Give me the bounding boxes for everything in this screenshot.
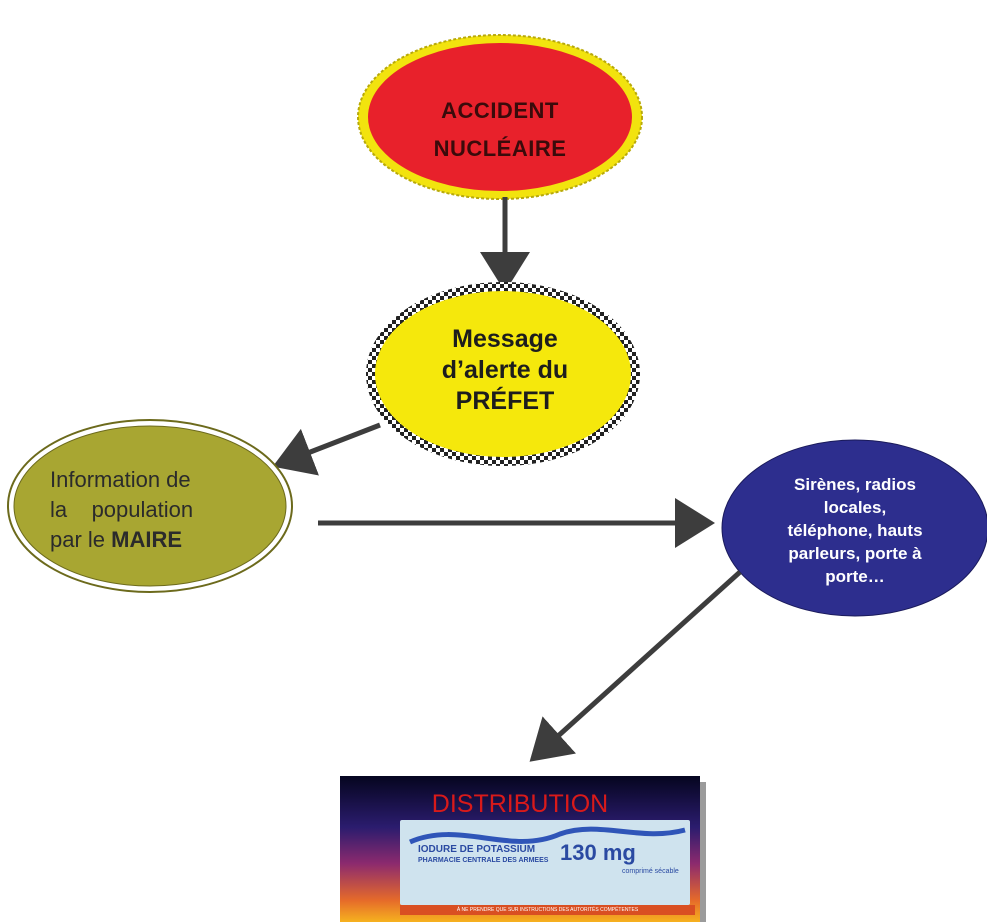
medicine-box: IODURE DE POTASSIUM PHARMACIE CENTRALE D… — [400, 820, 690, 905]
maire-label-bold: MAIRE — [111, 527, 183, 552]
prefet-label-line2: d’alerte du — [441, 355, 569, 384]
sirenes-label-line5: porte… — [825, 566, 885, 586]
medicine-dose: 130 mg — [560, 840, 636, 865]
sirenes-label-line2: locales, — [823, 497, 887, 517]
maire-label: Information de la population par le MAIR… — [50, 445, 260, 575]
wave-decoration — [408, 826, 686, 845]
maire-label-line2: la population — [50, 497, 194, 522]
prefet-label-line3: PRÉFET — [455, 386, 555, 415]
sirenes-node — [721, 439, 987, 617]
arrow-prefet-to-maire — [272, 422, 381, 476]
maire-label-line3: par le MAIRE — [50, 525, 193, 555]
accident-node — [368, 43, 632, 191]
accident-label-line1: ACCIDENT — [441, 98, 559, 123]
medicine-name: IODURE DE POTASSIUM — [418, 844, 536, 855]
sirenes-label: Sirènes, radios locales, téléphone, haut… — [735, 455, 975, 605]
prefet-label: Message d’alerte du PRÉFET — [390, 300, 620, 440]
prefet-node — [375, 291, 631, 457]
sirenes-label-line1: Sirènes, radios — [794, 474, 916, 494]
sirenes-label-line4: parleurs, porte à — [788, 543, 922, 563]
medicine-form: comprimé sécable — [622, 868, 679, 875]
maire-node — [13, 425, 287, 587]
accident-label-line2: NUCLÉAIRE — [433, 136, 567, 161]
distribution-title: DISTRIBUTION — [431, 790, 609, 818]
medicine-warning: À NE PRENDRE QUE SUR INSTRUCTIONS DES AU… — [400, 905, 695, 915]
maire-label-prefix: par le — [50, 527, 112, 552]
medicine-maker: PHARMACIE CENTRALE DES ARMEES — [418, 857, 549, 864]
maire-label-line1: Information de — [50, 467, 191, 492]
prefet-label-line1: Message — [452, 324, 558, 353]
sirenes-label-line3: téléphone, hauts — [787, 520, 923, 540]
arrow-sirenes-to-distribution — [529, 570, 742, 762]
accident-label: ACCIDENT NUCLÉAIRE — [390, 70, 610, 190]
